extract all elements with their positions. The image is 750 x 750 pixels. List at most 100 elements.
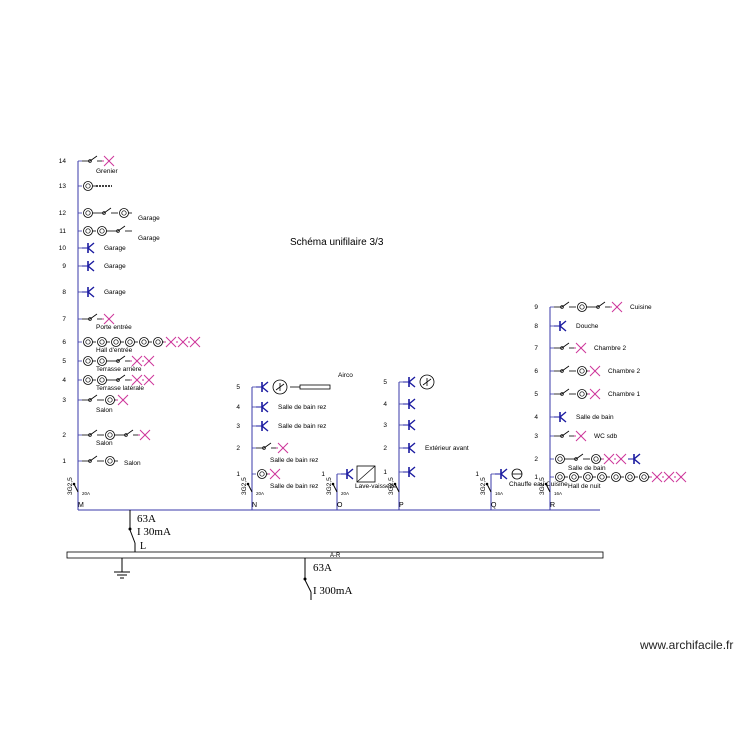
cross-icon — [614, 453, 627, 465]
breaker-switch — [73, 483, 79, 493]
push-icon — [403, 419, 416, 431]
circuit-label: Extérieur avant — [425, 445, 469, 452]
sock-icon — [83, 356, 96, 366]
push-icon — [403, 398, 416, 410]
circuit-label: Grenier — [96, 168, 119, 175]
circuit-label: WC sdb — [594, 433, 618, 440]
busbar — [66, 551, 604, 559]
general-breaker-differential: I 300mA — [313, 585, 352, 597]
cross-icon — [130, 374, 143, 386]
general-breaker: 63A I 300mA — [303, 558, 352, 600]
sw-icon — [554, 388, 576, 396]
cable-spec: 3G2,5 — [241, 477, 248, 495]
cross-icon — [268, 468, 281, 480]
sock-icon — [555, 454, 568, 464]
circuit-label: Hall d'entrée — [96, 347, 133, 354]
circuit-label: Salle de bain — [568, 465, 606, 472]
cross-icon — [176, 336, 189, 348]
breaker-rating: 20A — [341, 491, 349, 496]
circuit-number: 2 — [236, 445, 240, 452]
sw-icon — [82, 313, 104, 321]
sock-icon — [139, 337, 152, 347]
sw-icon — [590, 301, 612, 309]
cross-icon — [574, 430, 587, 442]
cable-spec: 3G2,5 — [480, 477, 487, 495]
circuit-number: 8 — [62, 289, 66, 296]
sock-icon — [97, 375, 110, 385]
push-icon — [554, 320, 567, 332]
circuit-m-8: 8 Garage — [62, 286, 126, 298]
sw-icon — [110, 225, 132, 233]
sock-icon — [83, 226, 96, 236]
group-letter: P — [399, 502, 404, 509]
sock-icon — [97, 226, 110, 236]
sw-icon — [82, 429, 104, 437]
circuit-number: 5 — [534, 391, 538, 398]
cross-icon — [588, 365, 601, 377]
circuit-number: 8 — [534, 323, 538, 330]
phase-label: L — [140, 541, 146, 552]
group-letter: M — [78, 502, 84, 509]
cross-icon — [662, 471, 675, 483]
sock-icon — [611, 472, 624, 482]
push-icon — [82, 260, 95, 272]
cable-spec: 3G2,5 — [539, 477, 546, 495]
circuit-number: 2 — [62, 432, 66, 439]
box-icon — [356, 465, 376, 483]
cable-spec: 3G2,5 — [67, 477, 74, 495]
sw-icon — [554, 301, 576, 309]
sock-icon — [105, 456, 118, 466]
push-icon — [256, 420, 269, 432]
sock-icon — [83, 208, 96, 218]
push-icon — [403, 376, 416, 388]
sock-icon — [111, 337, 124, 347]
circuit-label: Lave-vaisselle — [355, 483, 397, 490]
circuit-number: 4 — [383, 401, 387, 408]
fan-icon — [419, 374, 435, 390]
sock-icon — [577, 302, 590, 312]
circuit-label: Hall de nuit — [568, 483, 601, 490]
circuit-number: 4 — [236, 404, 240, 411]
circuit-number: 2 — [383, 445, 387, 452]
breaker-switch — [247, 483, 253, 493]
push-icon — [554, 411, 567, 423]
diagram-title: Schéma unifilaire 3/3 — [290, 237, 384, 248]
cross-icon — [188, 336, 201, 348]
push-icon — [403, 466, 416, 478]
circuit-number: 11 — [59, 228, 66, 235]
circuit-p-1: 1 — [383, 466, 416, 478]
push-icon — [628, 453, 641, 465]
group-letter: N — [252, 502, 257, 509]
sw-icon — [110, 374, 132, 382]
circuit-label: Salle de bain rez — [270, 457, 318, 464]
circuit-label: Terrasse arrière — [96, 366, 142, 373]
sock-icon — [125, 337, 138, 347]
group-letter: O — [337, 502, 343, 509]
circuit-label: Garage — [104, 289, 126, 296]
circuit-number: 13 — [59, 183, 67, 190]
main-breaker-differential: I 30mA — [137, 526, 171, 538]
push-icon — [82, 242, 95, 254]
circuit-number: 5 — [236, 384, 240, 391]
circuit-p-2: 2 Extérieur avant — [383, 442, 469, 454]
circuit-label: Airco — [338, 372, 353, 379]
cross-icon — [102, 155, 115, 167]
circuit-label: Terrasse latérale — [96, 385, 144, 392]
push-icon — [403, 442, 416, 454]
sock-icon — [597, 472, 610, 482]
circuit-label: Salon — [124, 460, 141, 467]
circuit-label: Salle de bain — [576, 414, 614, 421]
circuit-label: Salle de bain rez — [270, 483, 318, 490]
sw-icon — [82, 155, 104, 163]
